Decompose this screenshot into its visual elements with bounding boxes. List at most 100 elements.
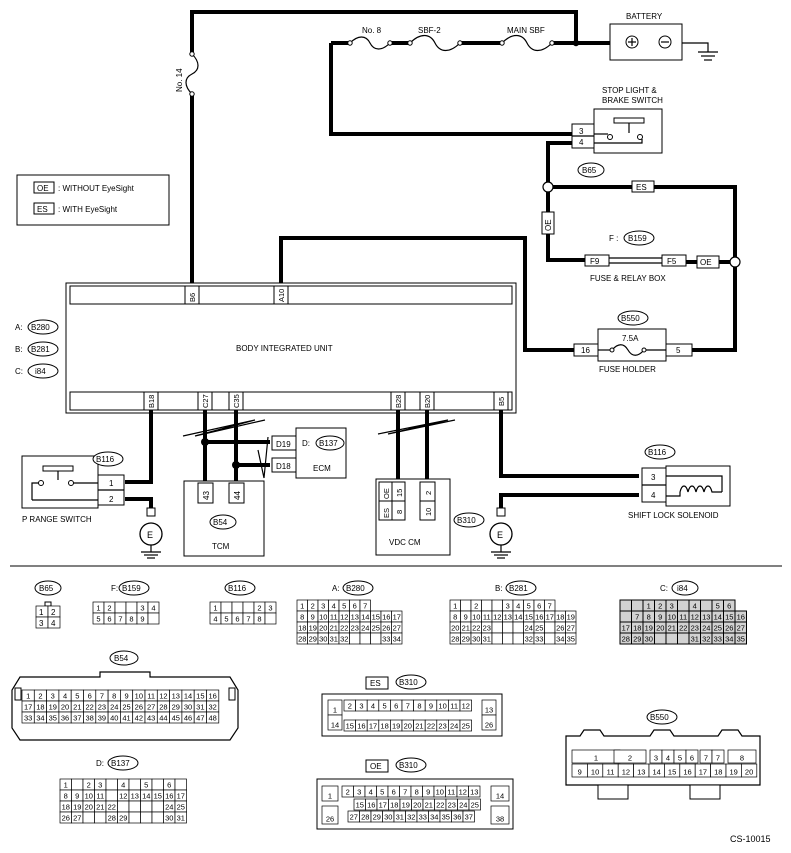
shield-marks bbox=[257, 436, 269, 479]
pin-number: 19 bbox=[730, 768, 738, 777]
pin-number: 29 bbox=[373, 813, 381, 822]
pin-number: 8 bbox=[300, 613, 304, 622]
svg-text:B550: B550 bbox=[650, 713, 669, 722]
pin-number: 32 bbox=[208, 703, 216, 712]
pin-number: 34 bbox=[556, 635, 564, 644]
pin-c27: C27 bbox=[201, 394, 210, 408]
battery-label: BATTERY bbox=[626, 12, 663, 21]
pin-number: 4 bbox=[371, 702, 375, 711]
pin-number: 48 bbox=[208, 714, 216, 723]
biu-connector-tags: A: B280 B: B281 C: i84 bbox=[15, 319, 59, 379]
pin-cell bbox=[206, 711, 220, 724]
svg-text:B116: B116 bbox=[228, 584, 247, 593]
pin-number: 24 bbox=[165, 803, 173, 812]
pin-number: 35 bbox=[442, 813, 450, 822]
pin-cell bbox=[512, 621, 524, 634]
pin-number: 26 bbox=[326, 815, 334, 824]
pin-cell bbox=[631, 599, 644, 612]
pin-number: 23 bbox=[448, 801, 456, 810]
pin-number: 1 bbox=[453, 602, 457, 611]
pin-number: 2 bbox=[658, 602, 662, 611]
pin-number: 25 bbox=[471, 801, 479, 810]
svg-text:D:: D: bbox=[302, 439, 310, 448]
pin-16: 16 bbox=[581, 346, 590, 355]
pin-number: 28 bbox=[298, 635, 306, 644]
pin-b18: B18 bbox=[147, 395, 156, 408]
pin-number: 17 bbox=[546, 613, 554, 622]
pin-number: 19 bbox=[392, 722, 400, 731]
pin-number: 7 bbox=[704, 754, 708, 763]
pin-number: 7 bbox=[635, 613, 639, 622]
pin-number: 30 bbox=[319, 635, 327, 644]
pin-number: 23 bbox=[438, 722, 446, 731]
twist-marks bbox=[182, 419, 456, 437]
svg-text:OE: OE bbox=[382, 488, 391, 499]
pin-number: 4 bbox=[693, 602, 697, 611]
pin-number: 37 bbox=[465, 813, 473, 822]
svg-text:OE: OE bbox=[544, 219, 553, 231]
pin-number: 40 bbox=[110, 714, 118, 723]
pin-number: 6 bbox=[394, 702, 398, 711]
pin-number: 12 bbox=[691, 613, 699, 622]
svg-text:1: 1 bbox=[39, 608, 44, 617]
pin-number: 6 bbox=[392, 788, 396, 797]
pin-number: 19 bbox=[73, 803, 81, 812]
svg-text:B280: B280 bbox=[346, 584, 365, 593]
pin-number: 17 bbox=[699, 768, 707, 777]
pin-cell bbox=[462, 810, 475, 823]
pin-number: 21 bbox=[96, 803, 104, 812]
pin-number: 43 bbox=[147, 714, 155, 723]
pin-number: 28 bbox=[622, 635, 630, 644]
pin-number: 25 bbox=[177, 803, 185, 812]
oe-tag-vertical: OE bbox=[541, 211, 555, 235]
pin-cell bbox=[105, 778, 118, 791]
pin-number: 38 bbox=[85, 714, 93, 723]
pin-number: 22 bbox=[108, 803, 116, 812]
tag-b281: B281 bbox=[31, 345, 50, 354]
svg-text:D:: D: bbox=[96, 759, 104, 768]
pin-cell bbox=[677, 632, 690, 645]
svg-text:B:: B: bbox=[15, 345, 23, 354]
tcm: 43 44 B54 TCM bbox=[183, 480, 265, 557]
pin-number: 34 bbox=[725, 635, 733, 644]
pin-cell bbox=[700, 599, 713, 612]
pin-cell bbox=[264, 612, 277, 625]
pin-cell bbox=[619, 610, 632, 623]
pin-b28: B28 bbox=[394, 395, 403, 408]
pin-number: 1 bbox=[647, 602, 651, 611]
pin-number: 18 bbox=[714, 768, 722, 777]
pin-number: 16 bbox=[165, 792, 173, 801]
pin-number: 20 bbox=[413, 801, 421, 810]
pin-number: 2 bbox=[311, 602, 315, 611]
pin-number: 5 bbox=[144, 781, 148, 790]
pin-number: 3 bbox=[98, 781, 102, 790]
pin-number: 16 bbox=[357, 722, 365, 731]
pin-number: 11 bbox=[450, 702, 458, 711]
pin-number: 3 bbox=[654, 754, 658, 763]
pin-cell bbox=[613, 749, 647, 764]
tag-b116-right: B116 bbox=[648, 448, 667, 457]
pin-cell bbox=[544, 632, 556, 645]
pin-number: 2 bbox=[348, 702, 352, 711]
pin-number: 8 bbox=[453, 613, 457, 622]
pin-number: 31 bbox=[483, 635, 491, 644]
pin-number: 17 bbox=[379, 801, 387, 810]
pin-number: 8 bbox=[647, 613, 651, 622]
pin-d19: D19 bbox=[276, 440, 291, 449]
pin-number: 26 bbox=[485, 721, 493, 730]
pin-number: 15 bbox=[372, 613, 380, 622]
pin-number: 5 bbox=[678, 754, 682, 763]
pin-43: 43 bbox=[202, 491, 211, 500]
pin-number: 5 bbox=[96, 615, 100, 624]
pin-cell bbox=[174, 778, 187, 791]
pin-number: 32 bbox=[525, 635, 533, 644]
pin-cell bbox=[544, 621, 556, 634]
pin-number: 29 bbox=[633, 635, 641, 644]
pin-number: 17 bbox=[177, 792, 185, 801]
fuse-box-f-prefix: F : bbox=[609, 234, 618, 243]
pin-2-switch: 2 bbox=[109, 495, 114, 504]
legend-es-tag: ES bbox=[37, 205, 48, 214]
svg-text:i84: i84 bbox=[677, 584, 688, 593]
pin-number: 12 bbox=[493, 613, 501, 622]
